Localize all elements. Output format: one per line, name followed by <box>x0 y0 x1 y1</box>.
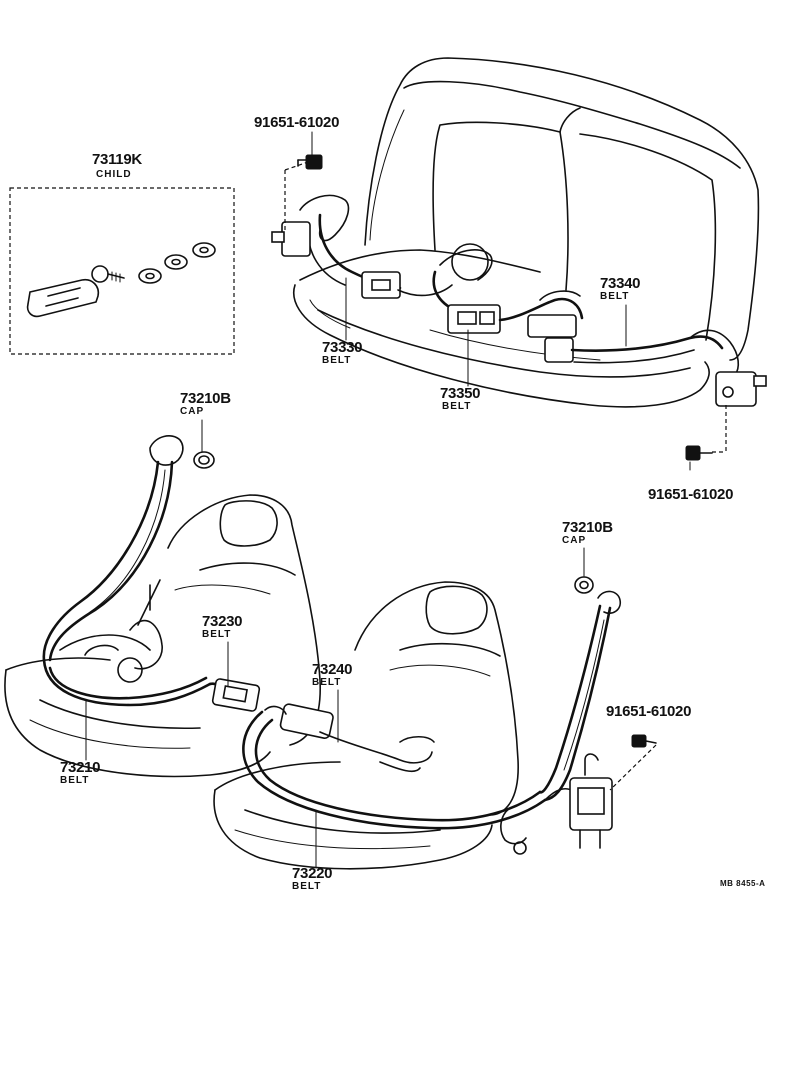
belt-73340-sublabel: BELT <box>600 291 630 302</box>
child-kit-box <box>9 187 235 355</box>
belt-73350-sublabel: BELT <box>442 401 472 412</box>
belt-73220-sublabel: BELT <box>292 881 322 892</box>
child-kit-label: 73119K <box>92 151 142 168</box>
belt-73210-label: 73210 <box>60 759 101 776</box>
belt-73340-label: 73340 <box>600 275 641 292</box>
front-left-seat <box>4 494 321 778</box>
cap-left-sublabel: CAP <box>180 406 205 417</box>
cap-right-sublabel: CAP <box>562 535 587 546</box>
bolt-right-part <box>685 405 727 461</box>
bolt-top-label: 91651-61020 <box>254 114 340 131</box>
front-right-seat <box>213 581 519 870</box>
belt-73230-sublabel: BELT <box>202 629 232 640</box>
belt-73350-label: 73350 <box>440 385 481 402</box>
rear-belt-assemblies <box>271 194 767 407</box>
belt-73230-label: 73230 <box>202 613 243 630</box>
belt-73240-sublabel: BELT <box>312 677 342 688</box>
bolt-top-part <box>284 154 323 232</box>
cap-left-part <box>193 451 215 469</box>
belt-73330-sublabel: BELT <box>322 355 352 366</box>
cap-left-label: 73210B <box>180 390 231 407</box>
belt-73330-label: 73330 <box>322 339 363 356</box>
bolt-right-label: 91651-61020 <box>648 486 734 503</box>
child-kit-sublabel: CHILD <box>96 169 132 180</box>
diagram-code: MB 8455-A <box>720 879 766 888</box>
front-right-belt <box>242 590 622 855</box>
cap-right-label: 73210B <box>562 519 613 536</box>
belt-73240-label: 73240 <box>312 661 353 678</box>
bolt-lower-right-part <box>609 734 657 791</box>
rear-bench-seat <box>293 57 760 408</box>
belt-73210-sublabel: BELT <box>60 775 90 786</box>
cap-right-part <box>574 576 594 594</box>
leader-lines <box>85 131 691 869</box>
bolt-lower-right-label: 91651-61020 <box>606 703 692 720</box>
front-left-belt <box>42 435 261 712</box>
belt-73220-label: 73220 <box>292 865 333 882</box>
